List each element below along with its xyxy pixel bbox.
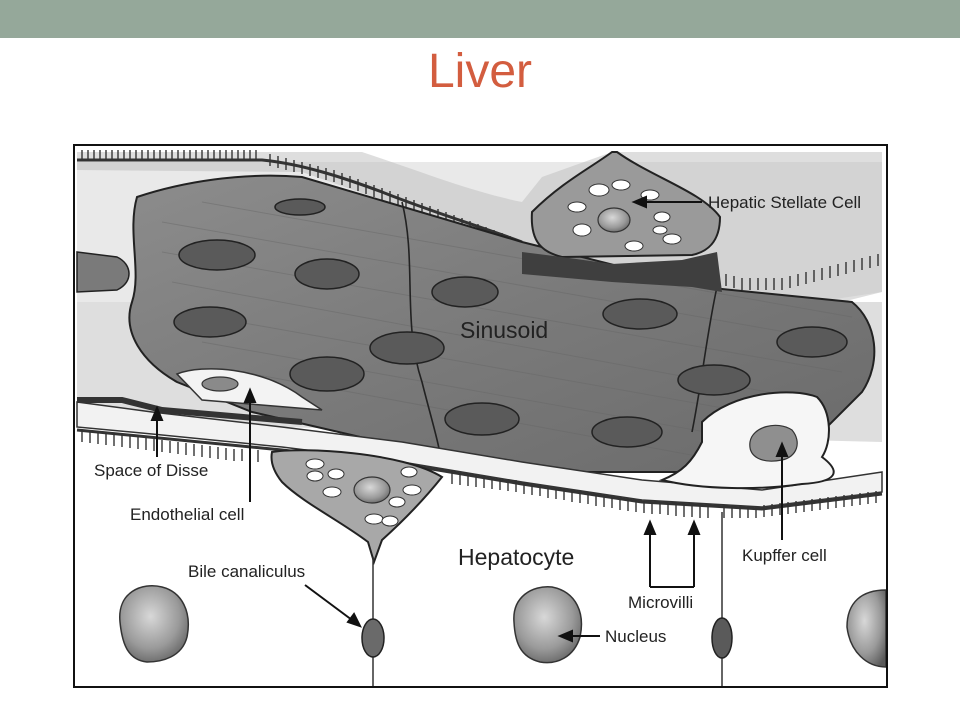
label-bile-canaliculus: Bile canaliculus [188, 562, 305, 581]
label-hepatic-stellate-cell: Hepatic Stellate Cell [708, 193, 861, 212]
label-kupffer-cell: Kupffer cell [742, 546, 827, 565]
bile-canaliculus-2 [711, 617, 733, 659]
label-hepatocyte: Hepatocyte [458, 544, 574, 570]
bile-canaliculus-1 [361, 618, 385, 658]
fenestrations [173, 198, 848, 448]
top-bar [0, 0, 960, 38]
lower-microvilli [81, 430, 877, 518]
sinusoid-lumen [128, 174, 876, 473]
label-nucleus: Nucleus [605, 627, 666, 646]
liver-sinusoid-diagram: Hepatic Stellate Cell Sinusoid Space of … [73, 144, 888, 688]
label-sinusoid: Sinusoid [460, 317, 548, 343]
slide-title: Liver [427, 45, 533, 98]
label-microvilli: Microvilli [628, 593, 693, 612]
hepatocyte-nucleus [513, 586, 583, 664]
kupffer-cell [658, 391, 835, 490]
label-endothelial-cell: Endothelial cell [130, 505, 244, 524]
label-space-of-disse: Space of Disse [94, 461, 208, 480]
